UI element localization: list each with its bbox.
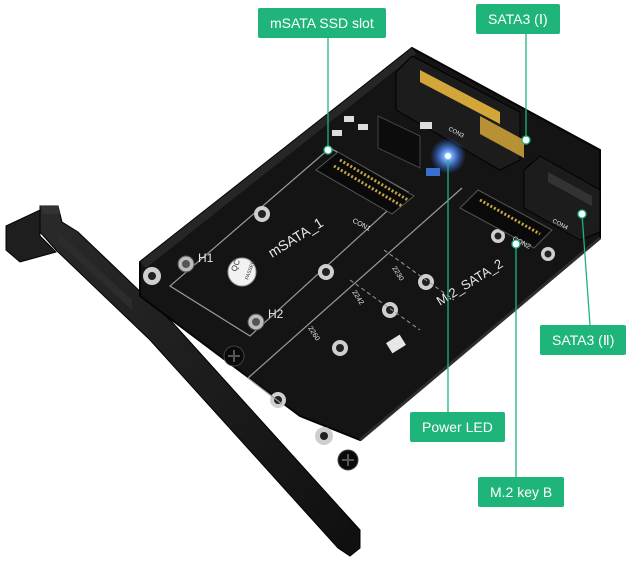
power-led-callout: Power LED	[410, 412, 505, 442]
m2-key-b-callout: M.2 key B	[478, 477, 565, 507]
msata-ssd-slot-callout: mSATA SSD slot	[258, 8, 386, 38]
sata-connector-1: CON3	[395, 55, 524, 171]
sata3-2-callout: SATA3 (Ⅱ)	[540, 325, 627, 355]
mount-holes-h: H1 H2	[177, 251, 284, 331]
pci-bracket	[5, 205, 361, 557]
h2-label: H2	[268, 307, 284, 321]
power-led	[430, 138, 466, 174]
qc-label: QC	[229, 258, 242, 273]
h1-label: H1	[198, 251, 214, 265]
sata-connector-2: CON4	[523, 155, 601, 241]
bracket-screws	[223, 345, 359, 471]
qc-sticker: QC PASSED	[227, 257, 257, 287]
components	[332, 115, 440, 176]
callout-leaders	[323, 34, 591, 477]
sata3-1-callout: SATA3 (Ⅰ)	[476, 4, 560, 34]
